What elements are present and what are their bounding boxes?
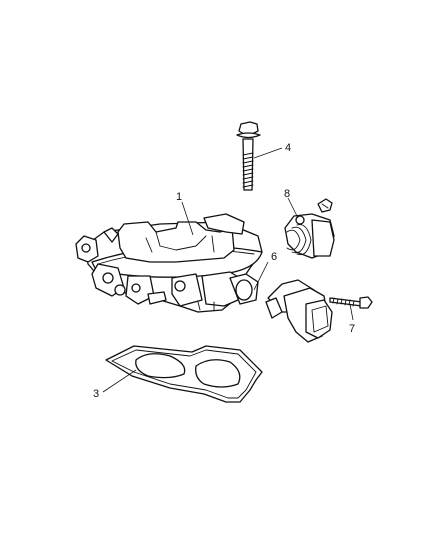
- leader-7: [349, 303, 354, 321]
- leader-8: [287, 197, 299, 219]
- part-4-bolt: [236, 121, 261, 191]
- leader-3: [102, 369, 137, 393]
- part-6-position-sensor: [265, 279, 333, 343]
- leader-lines: [102, 147, 354, 393]
- part-3-gasket: [105, 345, 263, 403]
- leader-6: [253, 261, 269, 291]
- callout-4: 4: [285, 142, 291, 154]
- callout-7: 7: [349, 323, 355, 335]
- part-8-sensor: [284, 198, 335, 259]
- leader-1: [181, 201, 194, 236]
- part-1-throttle-body: [75, 213, 263, 313]
- callout-3: 3: [93, 388, 99, 400]
- callout-8: 8: [284, 188, 290, 200]
- callout-1: 1: [176, 191, 182, 203]
- part-7-screw: [329, 296, 373, 309]
- callout-6: 6: [271, 251, 277, 263]
- leader-4: [253, 147, 283, 159]
